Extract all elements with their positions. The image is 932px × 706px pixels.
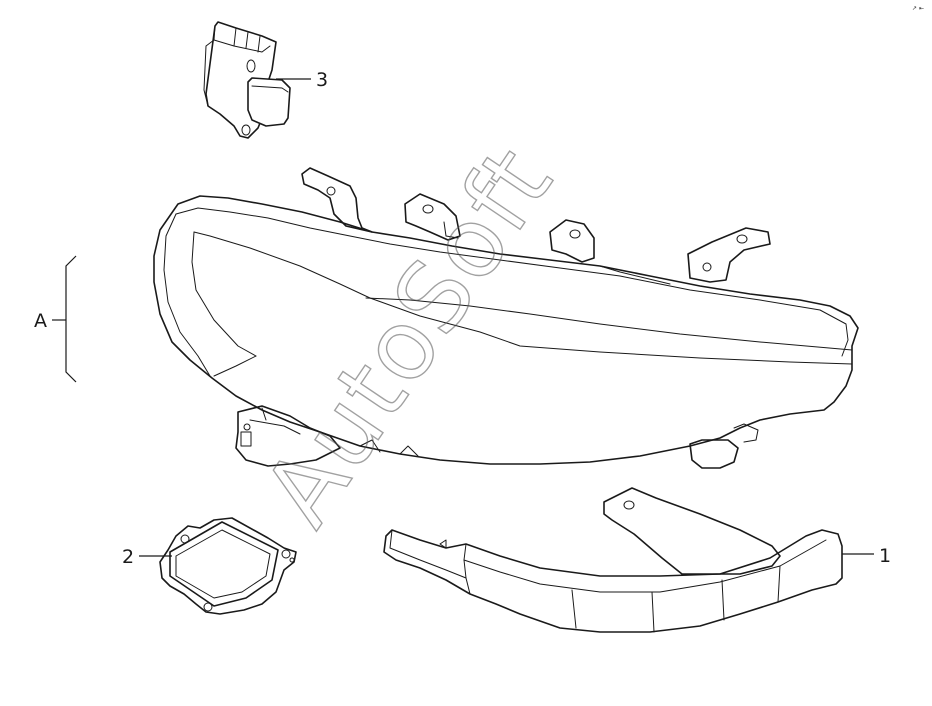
lower-trim-bracket-icon[interactable] bbox=[383, 487, 843, 633]
callout-2-label: 2 bbox=[122, 546, 134, 568]
watermark-text: AutoSoft bbox=[242, 127, 574, 545]
bulb-socket-icon[interactable] bbox=[203, 21, 291, 139]
corner-mark: ↗ ⇤ bbox=[912, 5, 924, 12]
callout-a-bracket bbox=[65, 255, 77, 383]
control-module-icon[interactable] bbox=[159, 517, 297, 615]
callout-3-label: 3 bbox=[316, 69, 328, 91]
callout-a-label: A bbox=[34, 310, 47, 332]
callout-1-label: 1 bbox=[879, 545, 891, 567]
headlamp-assembly-icon[interactable] bbox=[153, 167, 859, 469]
